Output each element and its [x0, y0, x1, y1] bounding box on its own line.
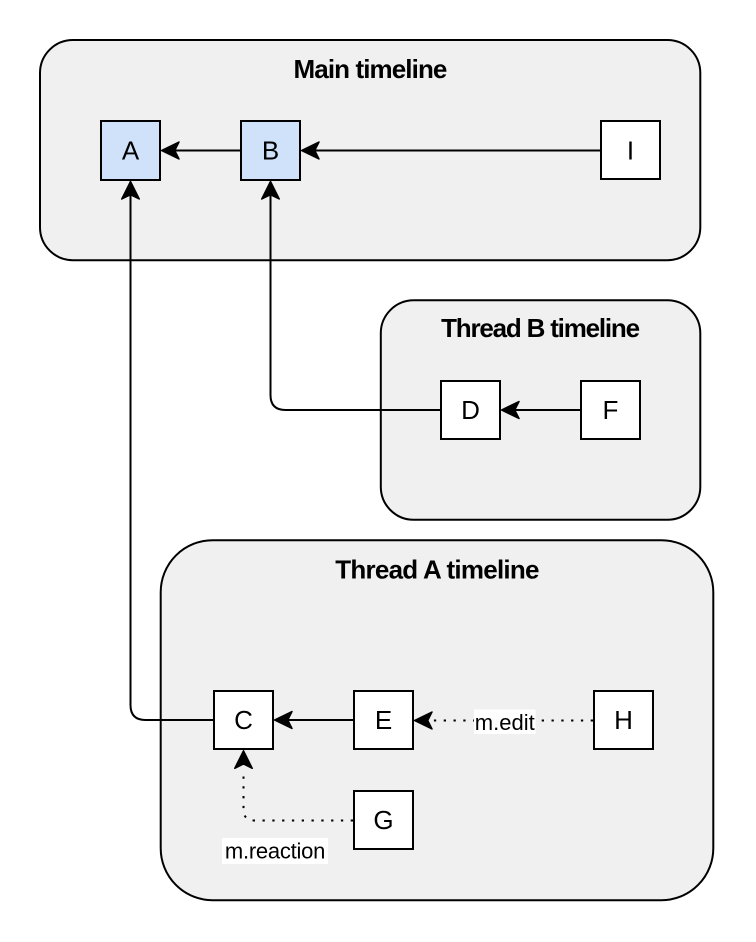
svg-text:m.edit: m.edit [475, 710, 535, 735]
svg-text:m.reaction: m.reaction [225, 839, 325, 864]
svg-text:B: B [262, 136, 279, 166]
svg-text:C: C [234, 705, 253, 735]
svg-text:G: G [373, 805, 393, 835]
svg-text:Thread B timeline: Thread B timeline [441, 313, 639, 343]
svg-text:H: H [614, 705, 633, 735]
svg-text:Main timeline: Main timeline [294, 54, 447, 84]
svg-text:F: F [603, 395, 619, 425]
svg-text:Thread A timeline: Thread A timeline [335, 555, 539, 585]
svg-text:D: D [461, 395, 480, 425]
svg-text:E: E [375, 705, 392, 735]
svg-text:I: I [627, 136, 634, 166]
svg-text:A: A [122, 136, 140, 166]
